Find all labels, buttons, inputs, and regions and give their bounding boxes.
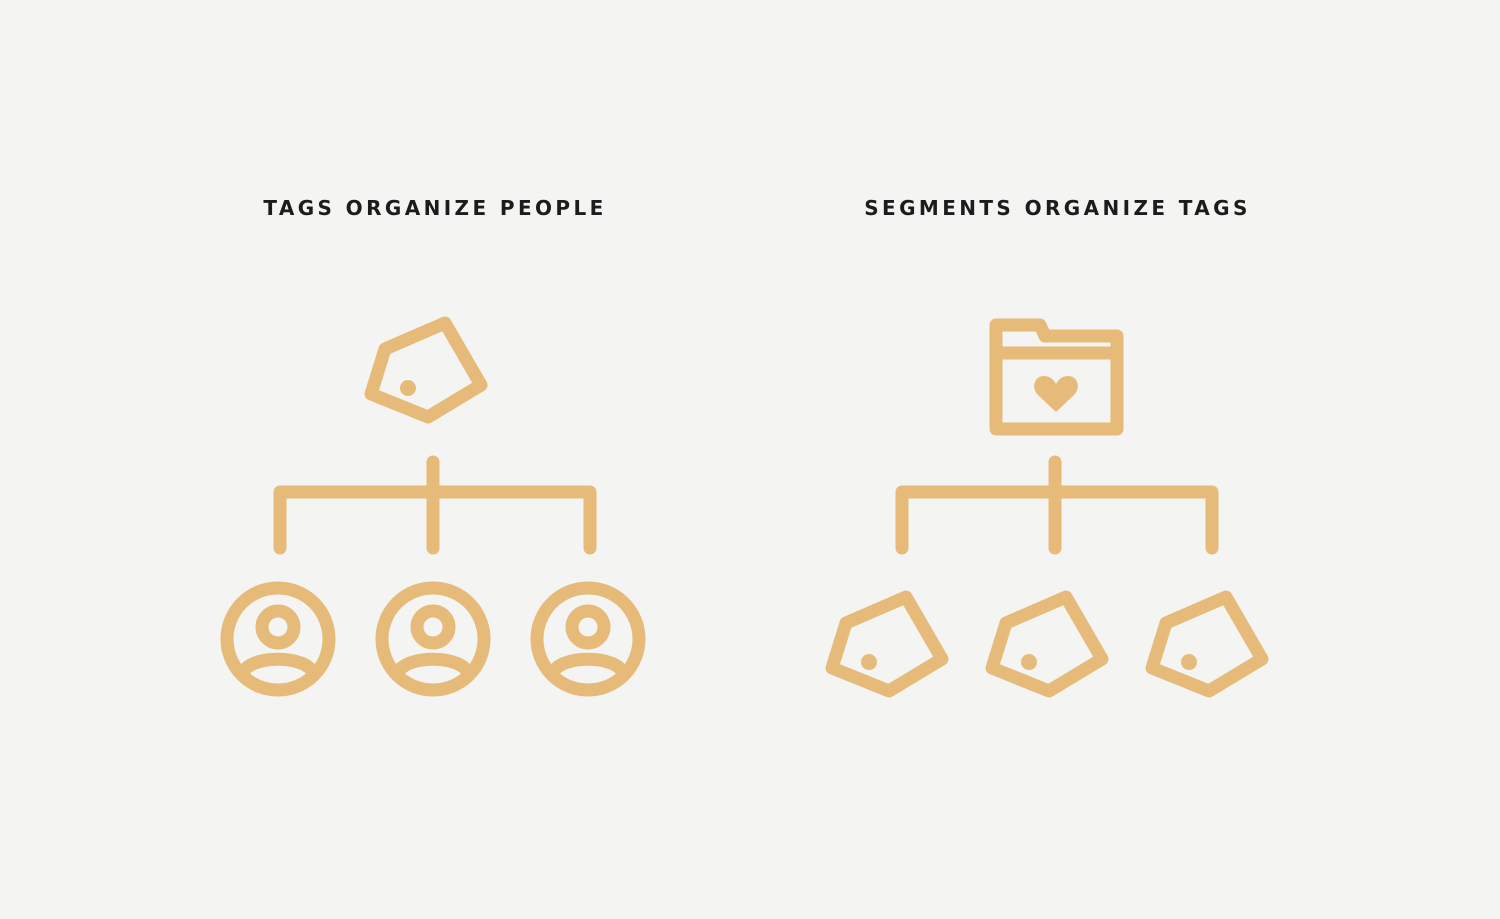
connector-lines: [273, 455, 597, 555]
person-circle-icon: [382, 588, 484, 690]
folder-heart-icon: [989, 318, 1124, 436]
tag-icon: [371, 323, 481, 417]
segments-organize-tags-diagram: [832, 318, 1262, 691]
connector-lines: [895, 455, 1219, 555]
person-circle-icon: [537, 588, 639, 690]
tag-icon: [832, 597, 942, 691]
panel-title-segments-organize-tags: SEGMENTS ORGANIZE TAGS: [864, 196, 1251, 220]
tag-icon: [1152, 597, 1262, 691]
tags-organize-people-diagram: [227, 323, 639, 690]
tag-icon: [992, 597, 1102, 691]
panel-title-tags-organize-people: TAGS ORGANIZE PEOPLE: [263, 196, 607, 220]
person-circle-icon: [227, 588, 329, 690]
